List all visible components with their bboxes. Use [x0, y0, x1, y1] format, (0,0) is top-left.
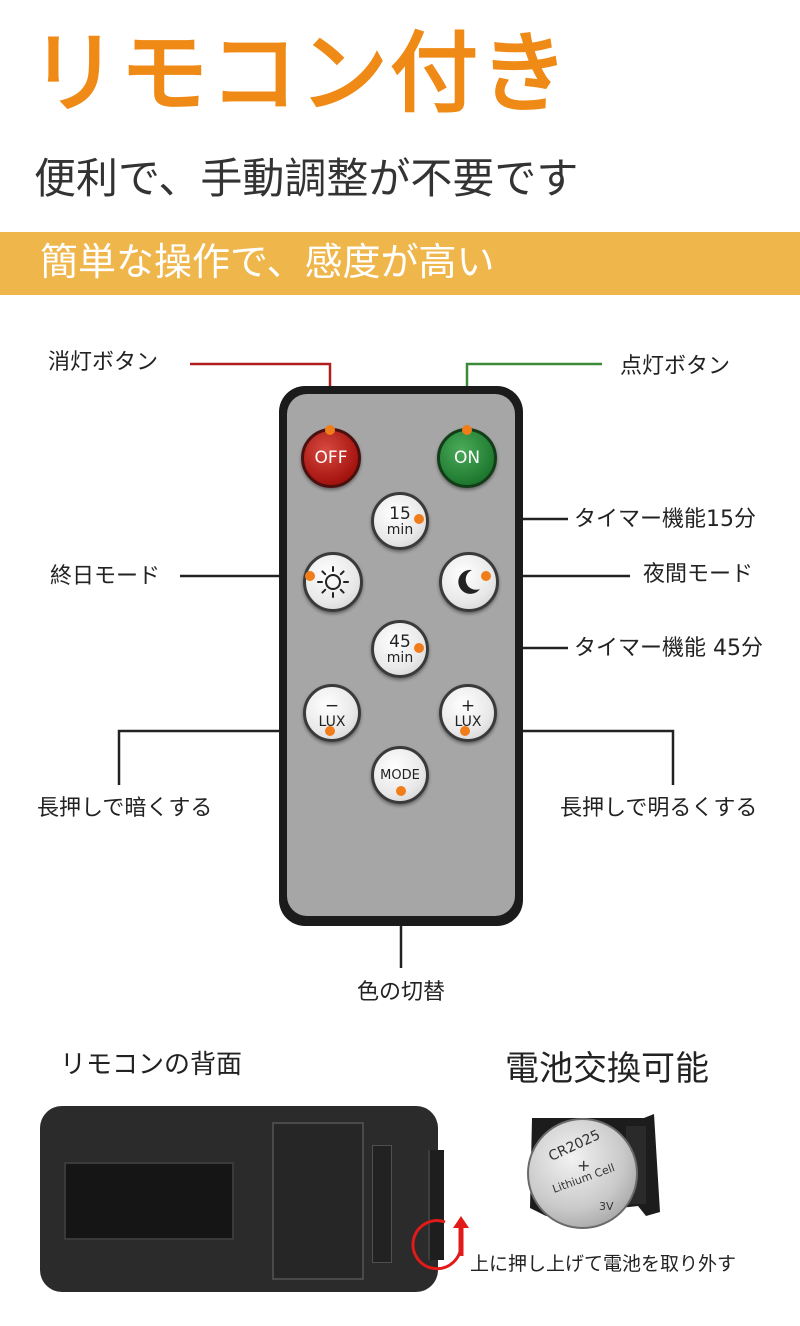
- lux-minus-dot: [325, 726, 335, 736]
- battery-remove-instruction: 上に押し上げて電池を取り外す: [470, 1253, 737, 1275]
- timer15-top: 15: [389, 503, 411, 524]
- timer45-dot: [414, 643, 424, 653]
- lux-plus-dot: [460, 726, 470, 736]
- label-night: 夜間モード: [643, 562, 754, 587]
- timer45-top: 45: [389, 631, 411, 652]
- back-title: リモコンの背面: [60, 1050, 243, 1080]
- on-button[interactable]: ON: [437, 428, 497, 488]
- battery-model: CR2025: [546, 1127, 603, 1165]
- on-button-label: ON: [453, 448, 481, 468]
- on-dot: [462, 425, 472, 435]
- page-title: リモコン付き: [30, 22, 571, 125]
- night-dot: [481, 571, 491, 581]
- label-on: 点灯ボタン: [620, 354, 731, 379]
- mode-dot: [396, 786, 406, 796]
- coin-battery: CR2025 + Lithium Cell 3V: [527, 1118, 638, 1229]
- label-timer45: タイマー機能 45分: [574, 636, 763, 661]
- lux-minus-label: LUX: [318, 713, 346, 730]
- label-timer15: タイマー機能15分: [574, 507, 756, 532]
- label-off: 消灯ボタン: [48, 350, 159, 375]
- label-brighter: 長押しで明るくする: [560, 796, 758, 821]
- battery-cover: [272, 1122, 364, 1280]
- battery-plus: +: [577, 1156, 591, 1175]
- banner-text: 簡単な操作で、感度が高い: [40, 240, 495, 284]
- label-color: 色の切替: [357, 980, 446, 1005]
- timer45-bottom: min: [386, 649, 414, 666]
- sun-icon: [317, 566, 349, 598]
- label-allday: 終日モード: [50, 564, 161, 589]
- timer15-bottom: min: [386, 521, 414, 538]
- battery-voltage: 3V: [599, 1200, 614, 1213]
- page-subtitle: 便利で、手動調整が不要です: [34, 154, 579, 203]
- brighter-callout-line: [465, 729, 675, 785]
- lux-plus-symbol: +: [460, 695, 476, 716]
- lux-minus-symbol: −: [324, 695, 340, 716]
- mode-label: MODE: [380, 767, 420, 783]
- moon-icon: [458, 569, 480, 594]
- push-up-arrow-icon: [411, 1216, 469, 1271]
- lux-plus-label: LUX: [454, 713, 482, 730]
- battery-title: 電池交換可能: [505, 1049, 709, 1089]
- battery-release-tab[interactable]: [428, 1150, 444, 1260]
- night-mode-button[interactable]: [439, 552, 499, 612]
- off-button[interactable]: OFF: [301, 428, 361, 488]
- allday-mode-button[interactable]: [303, 552, 363, 612]
- banner: [0, 232, 800, 295]
- timer15-dot: [414, 514, 424, 524]
- allday-dot: [305, 571, 315, 581]
- darker-callout-line: [117, 729, 330, 785]
- off-dot: [325, 425, 335, 435]
- label-darker: 長押しで暗くする: [37, 796, 213, 821]
- remote-back-window: [64, 1162, 234, 1240]
- battery-label-slot: [372, 1145, 392, 1263]
- lux-plus-button[interactable]: + LUX: [439, 684, 497, 742]
- off-button-label: OFF: [314, 448, 348, 468]
